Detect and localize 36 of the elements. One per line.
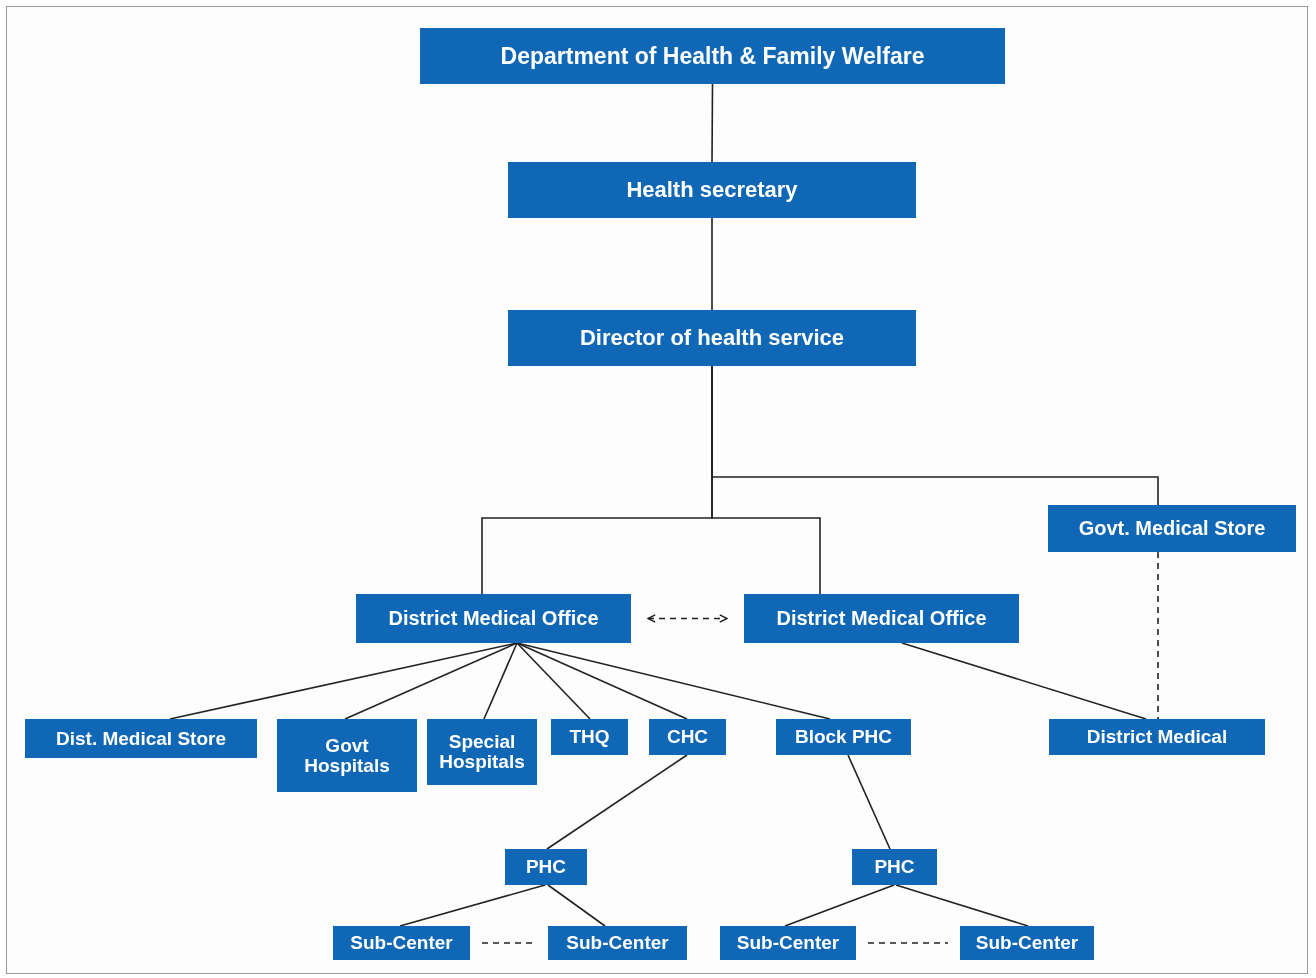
org-unit-box: Block PHC [776, 719, 911, 755]
connector-line [895, 884, 1029, 927]
org-unit-box: District Medical [1049, 719, 1265, 755]
org-unit-box: District Medical Office [356, 594, 631, 643]
connector-line [711, 365, 1159, 506]
org-unit-box: Director of health service [508, 310, 916, 366]
connector-line [784, 884, 895, 927]
connector-line [711, 217, 713, 311]
org-unit-box: Health secretary [508, 162, 916, 218]
org-unit-box: Department of Health & Family Welfare [420, 28, 1005, 84]
org-unit-box: Sub-Center [333, 926, 470, 960]
org-unit-box: Sub-Center [960, 926, 1094, 960]
org-unit-box: Sub-Center [548, 926, 687, 960]
connector-line [711, 83, 714, 163]
connector-line [516, 642, 591, 720]
connector-line [399, 884, 546, 927]
connector-line [901, 642, 1147, 720]
connector-line [547, 884, 606, 927]
connector-line [344, 642, 518, 720]
connector-line [546, 754, 688, 850]
org-unit-box: THQ [551, 719, 628, 755]
connector-line [867, 942, 949, 944]
org-unit-box: Sub-Center [720, 926, 856, 960]
org-unit-box: CHC [649, 719, 726, 755]
connector-line [1157, 551, 1159, 720]
org-unit-box: PHC [852, 849, 937, 885]
org-unit-box: Govt Hospitals [277, 719, 417, 792]
org-unit-box: PHC [505, 849, 587, 885]
org-unit-box: Special Hospitals [427, 719, 537, 785]
connector-line [483, 642, 518, 720]
org-unit-box: District Medical Office [744, 594, 1019, 643]
connector-line [516, 642, 688, 720]
connector-line [847, 754, 891, 850]
org-unit-box: Dist. Medical Store [25, 719, 257, 758]
arrow [647, 614, 728, 623]
org-unit-box: Govt. Medical Store [1048, 505, 1296, 552]
